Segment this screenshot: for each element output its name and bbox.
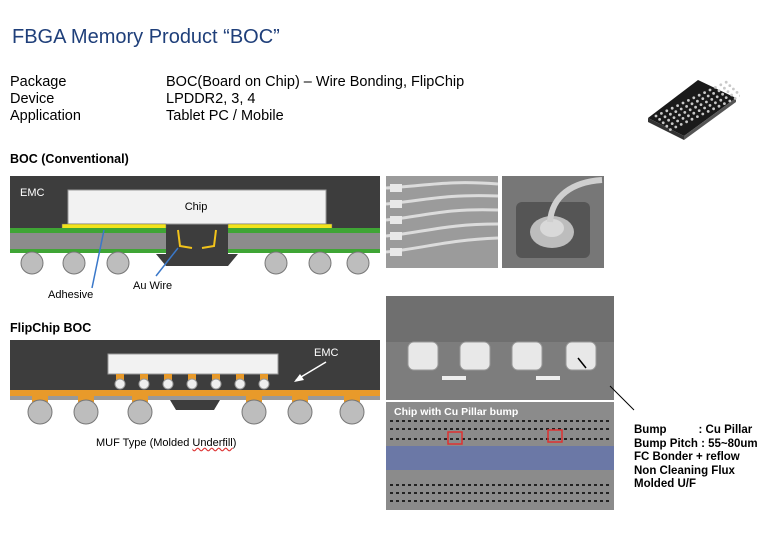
au-wire-label: Au Wire [133, 280, 173, 292]
flipchip-diagram: EMC [10, 340, 380, 425]
page-title: FBGA Memory Product “BOC” [12, 26, 280, 48]
solder-ball [287, 399, 313, 425]
solder-ball [73, 399, 99, 425]
ball-pad [292, 396, 308, 402]
emc-label: EMC [20, 187, 45, 199]
solder-ball [339, 399, 365, 425]
au-wire-right [201, 229, 217, 249]
solder-ball [127, 399, 153, 425]
adhesive-label: Adhesive [48, 289, 94, 301]
spec-bonder: FC Bonder + reflow [634, 451, 740, 464]
wire-bond-photo [386, 176, 498, 268]
bga-package-image [648, 80, 740, 140]
cu-pillar [212, 374, 220, 380]
spec-flux: Non Cleaning Flux [634, 464, 735, 477]
solder-ball [346, 251, 370, 275]
cu-pillar-bump [186, 378, 198, 390]
solder-ball [241, 399, 267, 425]
value-device: LPDDR2, 3, 4 [166, 91, 256, 107]
cu-pillar-top-photo: Chip with Cu Pillar bump [386, 402, 614, 510]
cu-pillar-bump [162, 378, 174, 390]
au-wire-left [177, 229, 193, 249]
boc-diagram: EMC Chip [10, 176, 380, 289]
window-mold [156, 254, 238, 266]
flip-chip-die [107, 353, 279, 375]
solder-ball [308, 251, 332, 275]
muf-type-label: MUF Type (Molded Underfill) [96, 437, 237, 449]
boc-heading: BOC (Conventional) [10, 152, 129, 166]
label-package: Package [10, 74, 67, 90]
ball-bond-photo [502, 176, 604, 268]
fc-substrate-top [10, 390, 380, 396]
adhesive-pointer [91, 229, 105, 289]
flipchip-heading: FlipChip BOC [10, 321, 92, 335]
cu-pillar [116, 374, 124, 380]
cu-pillar-bump [258, 378, 270, 390]
cu-pillar-bump [234, 378, 246, 390]
bump-specs: Bump : Cu Pillar Bump Pitch : 55~80um FC… [634, 424, 758, 492]
label-application: Application [10, 108, 81, 124]
wire-window [166, 228, 228, 254]
value-package: BOC(Board on Chip) – Wire Bonding, FlipC… [166, 74, 465, 90]
cu-pillar-cross-section-photo [386, 296, 614, 400]
flipchip-emc-label: EMC [314, 347, 339, 359]
ball-pad [246, 396, 262, 402]
ball-pad [78, 396, 94, 402]
cu-pillar [164, 374, 172, 380]
wire-pointer [155, 247, 179, 277]
info-values: BOC(Board on Chip) – Wire Bonding, FlipC… [166, 74, 464, 125]
spec-bump: Bump : Cu Pillar [634, 424, 753, 436]
fc-substrate-core [10, 396, 380, 400]
chip-die [67, 189, 327, 225]
label-device: Device [10, 91, 55, 107]
info-labels: Package Device Application [10, 74, 81, 125]
ball-pad [32, 396, 48, 402]
cu-pillar [140, 374, 148, 380]
photo-caption: Chip with Cu Pillar bump [394, 406, 519, 418]
cu-pillar [236, 374, 244, 380]
solder-ball [27, 399, 53, 425]
cu-pillar-bump [138, 378, 150, 390]
solder-ball [106, 251, 130, 275]
spec-underfill: Molded U/F [634, 478, 696, 491]
solder-ball [20, 251, 44, 275]
spec-bump-pitch: Bump Pitch : 55~80um [634, 437, 758, 450]
ball-pad [344, 396, 360, 402]
solder-ball [62, 251, 86, 275]
callout-pointer [609, 385, 635, 411]
cu-pillar [188, 374, 196, 380]
solder-ball [264, 251, 288, 275]
value-application: Tablet PC / Mobile [166, 108, 284, 124]
chip-label: Chip [185, 201, 208, 213]
cu-pillar-bump [114, 378, 126, 390]
ball-pad [132, 396, 148, 402]
cu-pillar [260, 374, 268, 380]
cu-pillar-bump [210, 378, 222, 390]
muf-underlined-word: Underfill [192, 437, 233, 449]
